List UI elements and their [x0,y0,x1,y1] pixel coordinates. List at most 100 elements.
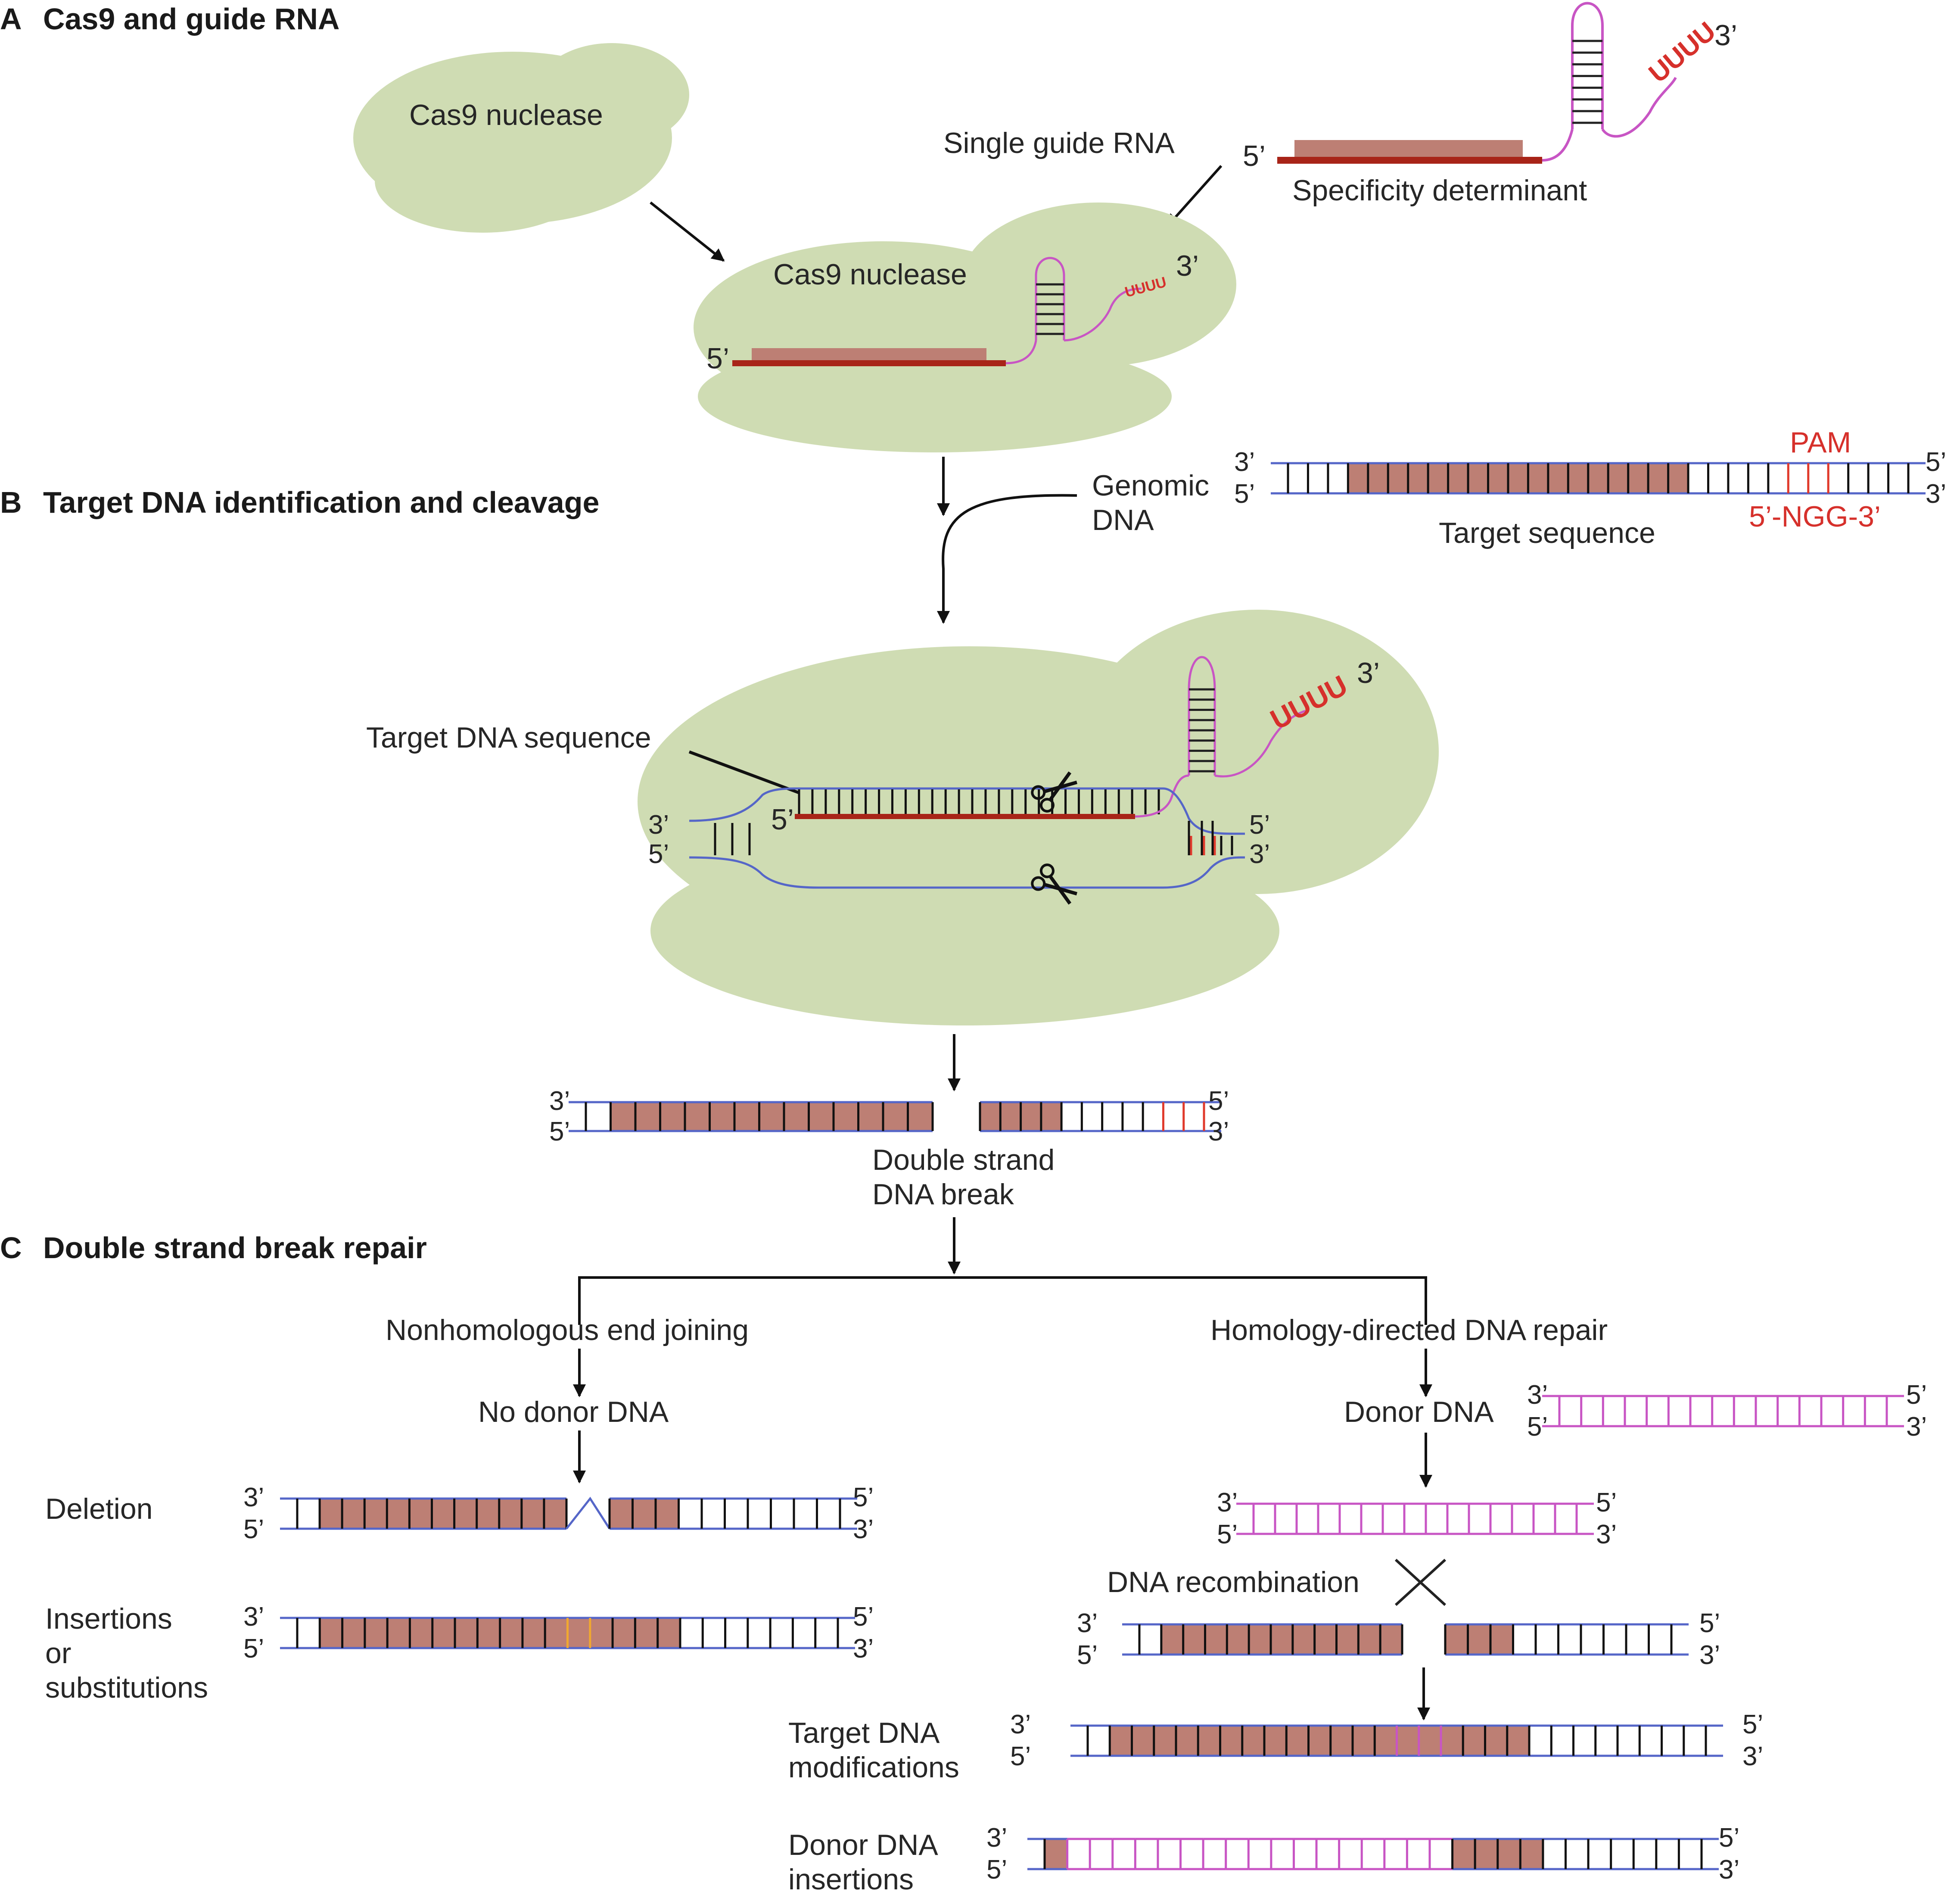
target-cell [455,1618,478,1648]
section-a-heading: A Cas9 and guide RNA [0,2,339,36]
target-cell [1292,1624,1315,1655]
end-right-5prime: 5’ [1742,1710,1763,1739]
target-cell [1428,463,1448,493]
right-duplex [1188,821,1245,859]
end-right-3prime: 3’ [1719,1855,1739,1885]
ngg-label: 5’-NGG-3’ [1749,500,1881,533]
hdr-break-right: 5’3’ [1444,1608,1720,1670]
arrow-genomic-dna [937,494,1077,624]
target-cell [1110,1726,1132,1756]
target-cell [1205,1624,1227,1655]
cas9-free-label: Cas9 nuclease [409,99,603,131]
genomic-label-line1: Genomic [1092,469,1209,502]
target-cell [1000,1102,1021,1131]
end-left-5prime: 5’ [1010,1742,1031,1771]
target-modifications-dna: 3’ 5’ 5’ 3’ [1010,1710,1763,1771]
deletion-dna-left: 3’5’ [243,1483,568,1544]
target-mod-line2: modifications [788,1751,959,1784]
target-cell [834,1102,859,1131]
insertions-line3: substitutions [45,1671,208,1704]
target-cell [1397,1726,1419,1756]
end-left-3prime: 3’ [1234,447,1255,477]
target-sequence-label: Target sequence [1439,517,1655,549]
target-cell [1419,1726,1441,1756]
target-cell [1380,1624,1402,1655]
big-3prime: 3’ [1357,657,1380,689]
repair-branch [578,1276,1427,1325]
target-cell [1368,463,1388,493]
target-cell [613,1618,635,1648]
target-cell [1448,463,1468,493]
target-dna-sequence-label: Target DNA sequence [366,721,651,754]
target-cell [1463,1726,1485,1756]
sgrna-label: Single guide RNA [943,127,1175,159]
end-right-5prime: 5’ [1906,1380,1927,1410]
guide-5prime: 5’ [771,803,794,836]
target-cell [1441,1726,1463,1756]
target-cell [1568,463,1588,493]
end-left-5prime: 5’ [549,1117,570,1147]
target-cell [409,1499,432,1529]
target-cell [590,1618,613,1648]
insertion-dna: 3’5’5’3’ [243,1602,874,1664]
target-cell [1176,1726,1198,1756]
break-right-fragment: 5’3’ [979,1086,1229,1147]
target-cell [499,1499,522,1529]
insertions-line2: or [45,1637,71,1670]
target-cell [635,1618,658,1648]
target-cell [1497,1839,1521,1869]
right-3prime: 3’ [1249,839,1270,869]
target-cell [1408,463,1428,493]
break-left-fragment: 3’5’ [549,1086,934,1147]
target-cell [1508,463,1528,493]
target-cell [545,1618,568,1648]
target-cell [1242,1726,1264,1756]
target-cell [1648,463,1668,493]
target-cell [1348,463,1368,493]
target-cell [1375,1726,1397,1756]
end-right-3prime: 3’ [1742,1742,1763,1771]
sgrna-free-tail: UUUU [1643,16,1722,89]
section-c-letter: C [0,1231,22,1265]
nhej-label: Nonhomologous end joining [386,1314,749,1346]
target-cell [809,1102,834,1131]
section-b-title: Target DNA identification and cleavage [43,486,599,519]
target-cell [1588,463,1608,493]
left-3prime: 3’ [648,810,669,840]
section-c-title: Double strand break repair [43,1231,427,1265]
target-cell [1330,1726,1353,1756]
sgrna-free: UUUU 3’ 5’ Specificity determinant [1243,2,1737,207]
target-cell [410,1618,432,1648]
arrow-cas9-to-complex [650,201,725,262]
target-cell [1388,463,1408,493]
end-left-3prime: 3’ [549,1086,570,1116]
right-5prime: 5’ [1249,810,1270,840]
target-cell [660,1102,685,1131]
target-cell [657,1618,680,1648]
target-cell [1445,1624,1468,1655]
target-cell [387,1499,410,1529]
target-cell [1249,1624,1271,1655]
end-right-3prime: 3’ [1926,479,1946,509]
end-right-3prime: 3’ [1596,1520,1617,1549]
target-cell [784,1102,809,1131]
big-hairpin [1188,656,1216,776]
section-b-letter: B [0,486,22,519]
cas9-dna-complex: Target DNA sequence UUUU 3’ 5’ 3’ 5’ [366,610,1439,1025]
complex-5prime: 5’ [706,342,729,375]
sgrna-free-hairpin [1571,2,1604,129]
end-left-3prime: 3’ [1010,1710,1031,1739]
target-cell [1507,1726,1529,1756]
target-cell [432,1499,454,1529]
target-cell [1045,1839,1067,1869]
end-left-5prime: 5’ [1527,1412,1548,1442]
complex-3prime: 3’ [1176,249,1199,282]
end-left-3prime: 3’ [1217,1488,1238,1518]
end-left-5prime: 5’ [1217,1520,1238,1549]
genomic-label-line2: DNA [1092,504,1154,536]
section-a-letter: A [0,2,22,36]
target-cell [1485,1726,1507,1756]
target-cell [685,1102,710,1131]
target-cell [476,1499,499,1529]
end-left-5prime: 5’ [1234,479,1255,509]
